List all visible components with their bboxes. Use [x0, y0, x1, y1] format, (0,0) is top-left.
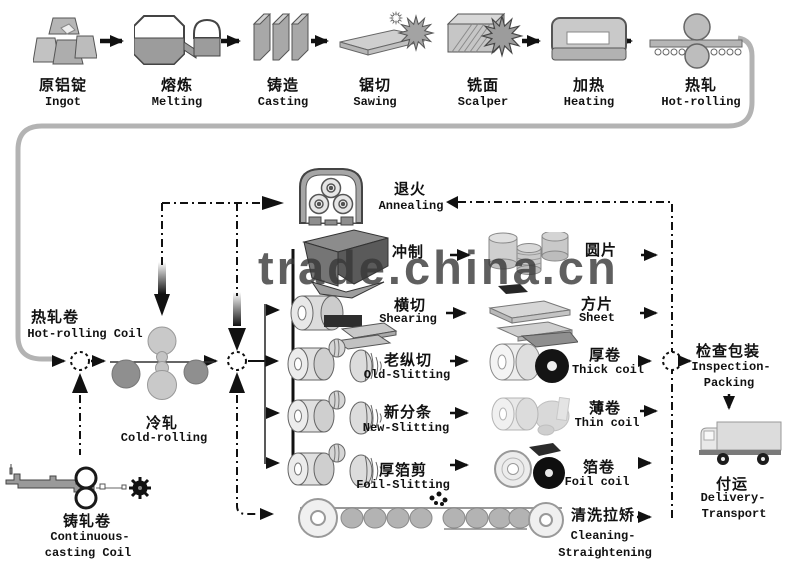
- label-cast-coil-en1: Continuous-: [50, 530, 130, 544]
- round-discs-icon: [486, 230, 572, 289]
- thick-coil-icon: [488, 330, 579, 399]
- collect-arrows: [637, 249, 658, 523]
- cleaning-straightening-line-icon: [292, 486, 570, 553]
- label-delivery-en1: Delivery-: [700, 491, 766, 505]
- output-arrows: [446, 249, 471, 471]
- label-foil-slitting-zh: 厚箔剪: [378, 462, 427, 479]
- label-delivery-zh: 付运: [715, 476, 748, 493]
- label-thick-coil-en: Thick coil: [571, 363, 644, 377]
- label-hot-rolling-en: Hot-rolling: [661, 95, 741, 109]
- label-shearing-en: Shearing: [379, 312, 437, 326]
- label-old-slitting-en: Old-Slitting: [363, 368, 451, 382]
- continuous-caster-icon: [4, 460, 156, 517]
- label-casting-zh: 铸造: [266, 77, 299, 94]
- ingot-icon: [32, 14, 98, 73]
- label-old-slitting-zh: 老纵切: [383, 352, 432, 369]
- label-cleaning-en1: Cleaning-: [570, 529, 636, 543]
- old-slitting-machine-icon: [285, 336, 401, 399]
- label-inspection-en2: Packing: [703, 376, 755, 390]
- label-thin-coil-zh: 薄卷: [588, 400, 621, 417]
- label-melting-zh: 熔炼: [160, 77, 193, 94]
- shearing-machine-icon: [286, 283, 398, 356]
- label-inspection-zh: 检查包装: [695, 343, 760, 360]
- label-sheet-en: Sheet: [578, 311, 615, 325]
- label-scalper-en: Scalper: [457, 95, 509, 109]
- new-slitting-machine-icon: [285, 388, 401, 451]
- node-hot-rolling-coil: [70, 351, 90, 371]
- label-sawing-en: Sawing: [353, 95, 397, 109]
- label-melting-en: Melting: [151, 95, 203, 109]
- label-scalper-zh: 铣面: [466, 77, 499, 94]
- label-foil-coil-zh: 箔卷: [582, 459, 615, 476]
- label-cold-rolling-zh: 冷轧: [145, 415, 178, 432]
- label-annealing-en: Annealing: [378, 199, 444, 213]
- delivery-truck-icon: [697, 416, 785, 475]
- return-pipe: [15, 35, 755, 362]
- node-cold-rolled-coil: [227, 351, 247, 371]
- label-ingot-zh: 原铝锭: [38, 77, 87, 94]
- label-sawing-zh: 锯切: [358, 77, 391, 94]
- annealing-furnace-icon: [297, 165, 365, 232]
- label-inspection-en1: Inspection-: [691, 360, 771, 374]
- thin-coil-icon: [488, 384, 580, 449]
- label-cold-rolling-en: Cold-rolling: [120, 431, 208, 445]
- scalper-icon: [438, 8, 526, 71]
- label-casting-en: Casting: [257, 95, 309, 109]
- casting-slabs-icon: [252, 10, 310, 69]
- label-thick-coil-zh: 厚卷: [588, 347, 621, 364]
- label-thin-coil-en: Thin coil: [574, 416, 640, 430]
- melting-furnace-icon: [133, 12, 222, 75]
- label-round-disc-zh: 圆片: [584, 242, 617, 259]
- label-punching-zh: 冲制: [391, 244, 424, 261]
- foil-slitting-machine-icon: [285, 441, 401, 504]
- heating-furnace-icon: [551, 16, 629, 71]
- label-foil-coil-en: Foil coil: [564, 475, 630, 489]
- punching-press-icon: [296, 226, 394, 307]
- label-cast-coil-en2: casting Coil: [44, 546, 132, 560]
- label-heating-en: Heating: [563, 95, 615, 109]
- hot-rolling-mill-icon: [648, 12, 746, 75]
- label-cast-coil-zh: 铸轧卷: [62, 513, 111, 530]
- label-hot-coil-zh: 热轧卷: [30, 309, 79, 326]
- label-delivery-en2: Transport: [701, 507, 767, 521]
- label-hot-rolling-zh: 热轧: [684, 77, 717, 94]
- label-annealing-zh: 退火: [393, 181, 426, 198]
- label-sheet-zh: 方片: [580, 296, 613, 313]
- sawing-icon: [338, 8, 440, 69]
- foil-coil-icon: [491, 439, 573, 502]
- cold-rolling-mill-icon: [110, 314, 214, 415]
- label-new-slitting-en: New-Slitting: [362, 421, 450, 435]
- label-cleaning-en2: Straightening: [558, 546, 652, 560]
- label-hot-coil-en: Hot-rolling Coil: [27, 327, 143, 341]
- branch-arrows: [266, 304, 280, 469]
- watermark-text: trade.china.cn: [258, 241, 619, 294]
- label-ingot-en: Ingot: [44, 95, 81, 109]
- label-heating-zh: 加热: [572, 77, 605, 94]
- label-shearing-zh: 横切: [393, 297, 426, 314]
- label-cleaning-zh: 清洗拉矫: [570, 507, 635, 524]
- label-new-slitting-zh: 新分条: [383, 404, 432, 421]
- label-foil-slitting-en: Foil-Slitting: [356, 478, 450, 492]
